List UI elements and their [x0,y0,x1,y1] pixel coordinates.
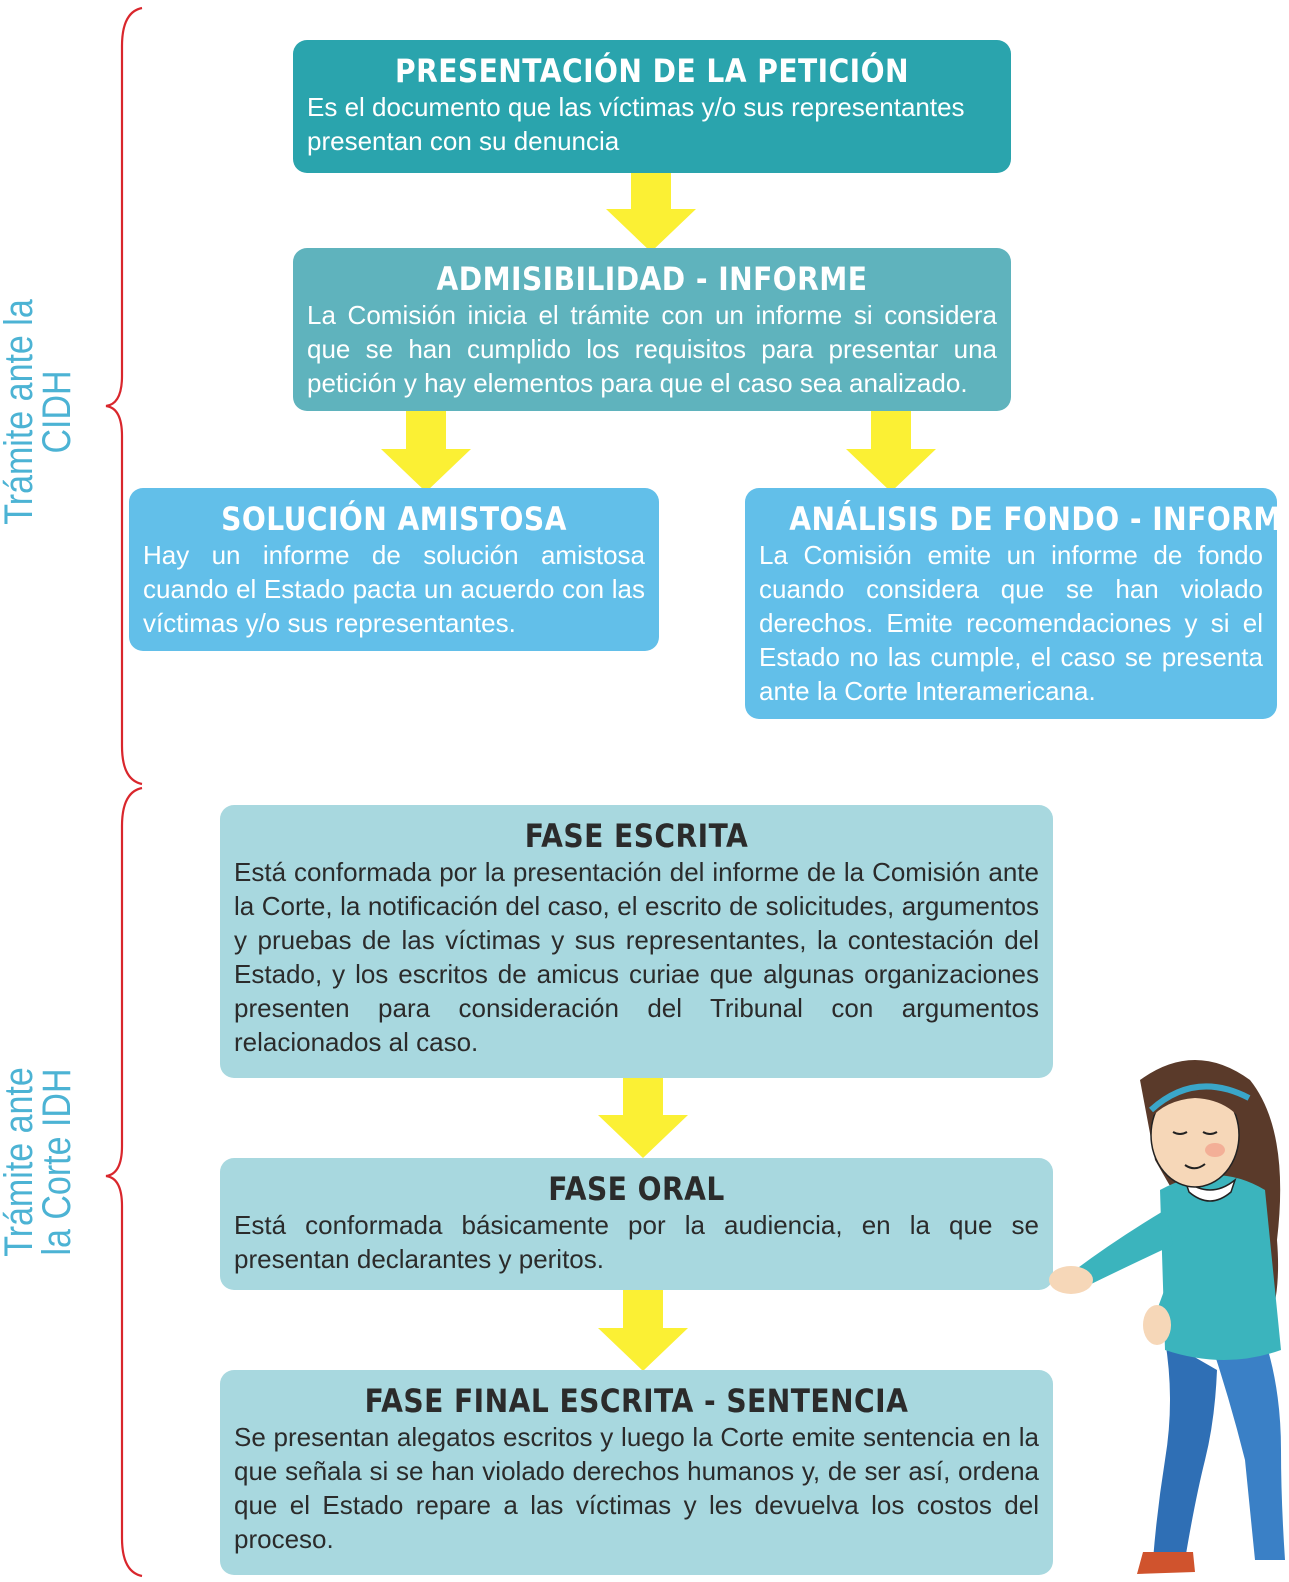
step-analisis-de-fondo: ANÁLISIS DE FONDO - INFORME La Comisión … [745,488,1289,719]
side-label-corte-idh: Trámite ante la Corte IDH [0,1035,80,1290]
step-title: SOLUCIÓN AMISTOSA [221,500,567,538]
step-title: FASE ESCRITA [524,817,749,855]
step-fase-oral: FASE ORAL Está conformada básicamente po… [220,1158,1053,1290]
arrow-down-icon [846,407,936,492]
step-description: La Comisión inicia el trámite con un inf… [307,300,997,398]
side-label-corte-line1: Trámite ante [0,1067,41,1257]
side-label-cidh: Trámite ante la CIDH [0,285,80,540]
step-title: ADMISIBILIDAD - INFORME [436,260,868,298]
step-fase-escrita: FASE ESCRITA Está conformada por la pres… [220,805,1053,1078]
brace-corte-idh [105,786,143,1578]
brace-cidh [105,6,143,786]
step-title: ANÁLISIS DE FONDO - INFORME [789,500,1289,538]
arrow-down-icon [381,407,471,492]
step-description: La Comisión emite un informe de fondo cu… [759,540,1263,706]
step-description: Se presentan alegatos escritos y luego l… [234,1422,1039,1554]
arrow-down-icon [598,1073,688,1158]
step-admisibilidad-informe: ADMISIBILIDAD - INFORME La Comisión inic… [293,248,1011,411]
step-description: Está conformada básicamente por la audie… [234,1210,1039,1274]
step-description: Hay un informe de solución amistosa cuan… [143,540,645,638]
side-label-cidh-line2: CIDH [35,370,79,454]
step-title: PRESENTACIÓN DE LA PETICIÓN [395,52,909,90]
side-label-corte-line2: la Corte IDH [35,1068,79,1256]
girl-illustration [1049,1060,1285,1574]
step-title: FASE ORAL [548,1170,725,1208]
arrow-down-icon [598,1286,688,1371]
arrow-down-icon [606,167,696,252]
side-label-cidh-line1: Trámite ante la [0,299,41,525]
step-fase-final-escrita-sentencia: FASE FINAL ESCRITA - SENTENCIA Se presen… [220,1370,1053,1575]
step-description: Está conformada por la presentación del … [234,857,1039,1057]
step-presentacion-peticion: PRESENTACIÓN DE LA PETICIÓN Es el docume… [293,40,1011,173]
step-description: Es el documento que las víctimas y/o sus… [307,92,965,156]
step-solucion-amistosa: SOLUCIÓN AMISTOSA Hay un informe de solu… [129,488,659,651]
step-title: FASE FINAL ESCRITA - SENTENCIA [364,1382,909,1420]
